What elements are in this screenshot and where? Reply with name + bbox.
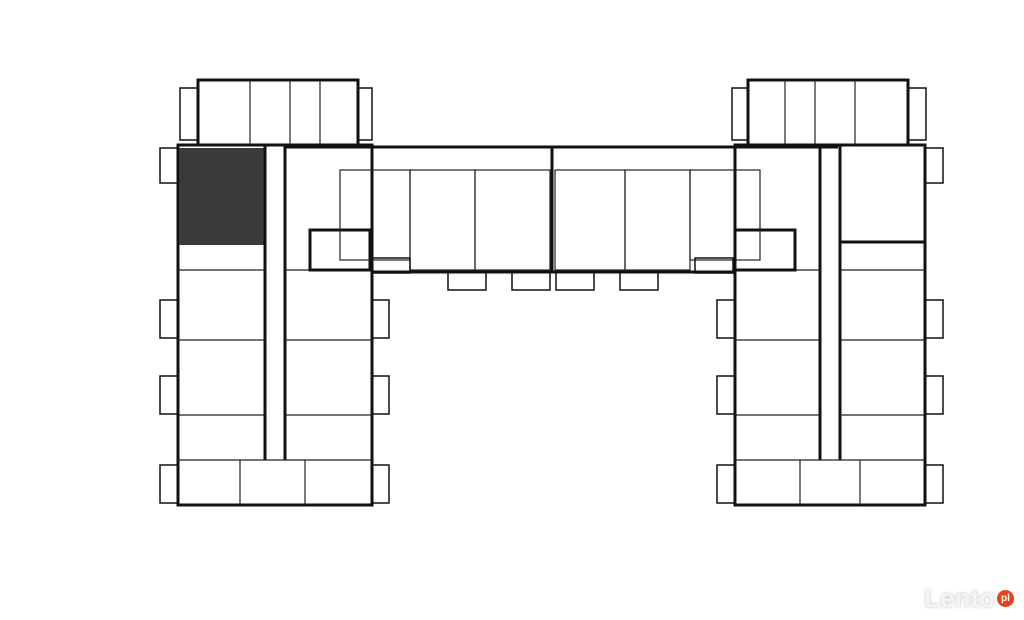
watermark-text: Lento [924,583,995,613]
watermark-badge: pl [997,590,1014,607]
middle-section [285,145,838,291]
lento-watermark: Lento pl [924,583,1014,614]
right-wing [716,78,944,507]
highlighted-apartment[interactable] [179,148,265,245]
left-wing [159,78,390,507]
